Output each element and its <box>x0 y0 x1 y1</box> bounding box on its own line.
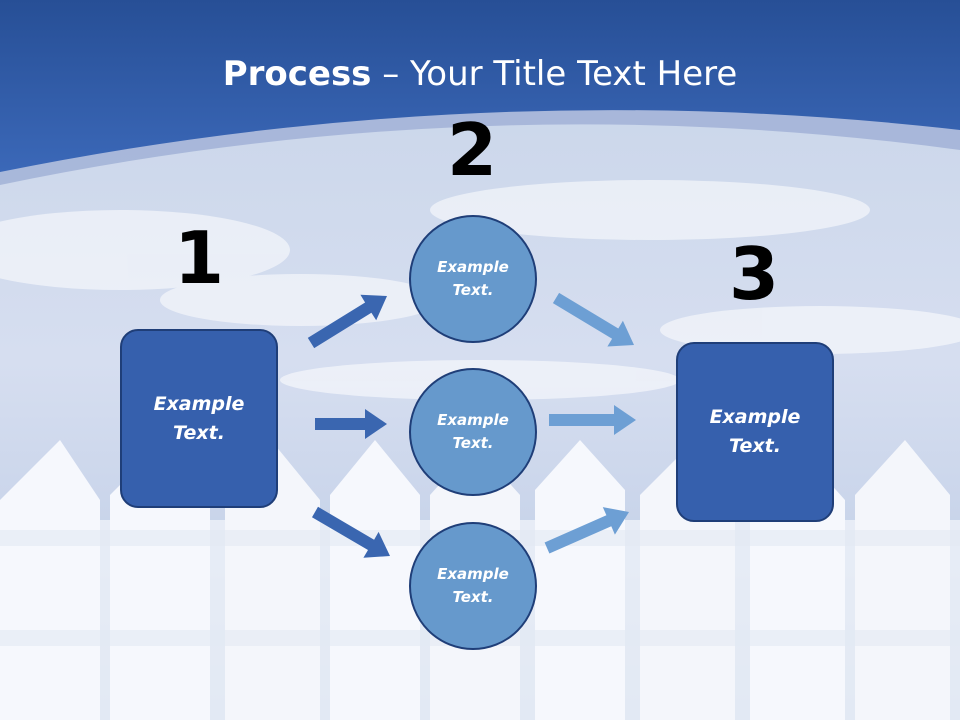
arrow-from-circle-bottom <box>544 507 629 554</box>
right-box-line2: Text. <box>729 435 781 457</box>
process-circle-bottom: Example Text. <box>409 522 537 650</box>
circle-middle-line1: Example <box>437 411 509 429</box>
title-rest: – Your Title Text Here <box>371 54 738 94</box>
arrow-from-circle-middle <box>549 405 636 435</box>
step-number-2: 2 <box>446 108 498 192</box>
step-number-3: 3 <box>728 232 780 316</box>
arrow-from-circle-top <box>552 292 634 347</box>
header-band <box>0 0 960 172</box>
right-process-box: Example Text. <box>676 342 834 522</box>
step-number-1: 1 <box>173 216 225 300</box>
circle-middle-line2: Text. <box>452 434 494 452</box>
title-bold: Process <box>222 54 372 94</box>
circle-top-line2: Text. <box>452 281 494 299</box>
arrow-to-circle-middle <box>315 409 387 439</box>
right-box-line1: Example <box>709 406 801 428</box>
circle-top-line1: Example <box>437 258 509 276</box>
left-box-line2: Text. <box>173 421 225 444</box>
circle-bottom-line1: Example <box>437 565 509 583</box>
left-process-box: Example Text. <box>120 329 278 508</box>
process-circle-middle: Example Text. <box>409 368 537 496</box>
arrow-to-circle-bottom <box>312 506 390 558</box>
slide-title: Process – Your Title Text Here <box>0 52 960 96</box>
left-box-line1: Example <box>153 392 245 415</box>
process-circle-top: Example Text. <box>409 215 537 343</box>
circle-bottom-line2: Text. <box>452 588 494 606</box>
arrow-to-circle-top <box>307 294 387 349</box>
